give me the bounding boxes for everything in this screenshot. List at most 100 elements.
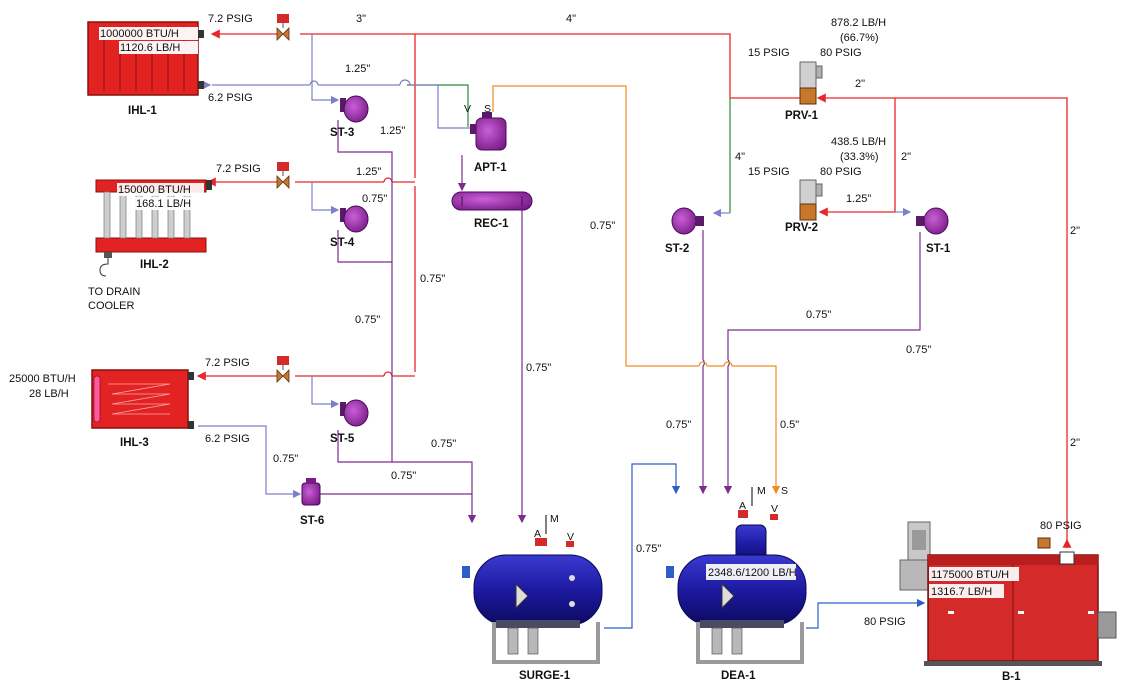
ihl3-btu: 25000 BTU/H (9, 373, 76, 385)
prv2-high: 80 PSIG (820, 166, 862, 178)
surge1-a: A (534, 528, 541, 540)
dea1-deaerator[interactable]: 2348.6/1200 LB/H A V M S DEA-1 (666, 485, 807, 682)
control-valve-2[interactable] (276, 162, 290, 189)
dea1-label: DEA-1 (721, 670, 756, 682)
ihl2-btu: 150000 BTU/H (118, 184, 191, 196)
pipe-075-b: 0.75" (420, 273, 445, 285)
ihl1-label: IHL-1 (128, 105, 157, 117)
pipe-4in-top: 4" (566, 13, 576, 25)
prv1-high: 80 PSIG (820, 47, 862, 59)
prv2-pct: (33.3%) (840, 151, 879, 163)
steam-trap-6[interactable]: ST-6 (300, 478, 324, 527)
surge1-m: M (550, 513, 559, 525)
ihl1-btu: 1000000 BTU/H (100, 28, 179, 40)
rec1-label: REC-1 (474, 218, 509, 230)
ihl3-return-psig: 6.2 PSIG (205, 433, 250, 445)
steam-trap-2[interactable]: ST-2 (665, 207, 704, 255)
pipe-2in-prv1: 2" (855, 78, 865, 90)
ihl3-lbh: 28 LB/H (29, 388, 69, 400)
pipe-2in-prv2: 2" (901, 151, 911, 163)
ihl3-heater[interactable]: 25000 BTU/H 28 LB/H IHL-3 7.2 PSIG 6.2 P… (9, 357, 250, 449)
pipe-075-g: 0.75" (273, 453, 298, 465)
prv1-label: PRV-1 (785, 110, 819, 122)
surge1-v: V (567, 531, 574, 543)
st1-label: ST-1 (926, 243, 951, 255)
surge1-tank[interactable]: A V M SURGE-1 (462, 513, 603, 682)
b1-boiler[interactable]: 1175000 BTU/H 1316.7 LB/H 80 PSIG 80 PSI… (864, 520, 1117, 683)
pipe-075-i: 0.75" (636, 543, 661, 555)
ihl2-heater[interactable]: 150000 BTU/H 168.1 LB/H IHL-2 7.2 PSIG T… (88, 163, 261, 312)
ihl3-steam-psig: 7.2 PSIG (205, 357, 250, 369)
st4-label: ST-4 (330, 237, 355, 249)
ihl2-drain-2: COOLER (88, 300, 135, 312)
control-valve-1[interactable] (276, 14, 290, 41)
pipe-125-top: 1.25" (345, 63, 370, 75)
ihl1-heater[interactable]: 1000000 BTU/H 1120.6 LB/H IHL-1 7.2 PSIG… (87, 13, 253, 117)
pipe-075-f: 0.75" (431, 438, 456, 450)
prv1-flow: 878.2 LB/H (831, 17, 886, 29)
ihl2-drain-1: TO DRAIN (88, 286, 140, 298)
st6-label: ST-6 (300, 515, 324, 527)
st5-label: ST-5 (330, 433, 355, 445)
dea1-s: S (781, 485, 788, 497)
ihl1-steam-psig: 7.2 PSIG (208, 13, 253, 25)
apt1-v: V (464, 103, 471, 115)
prv1-valve[interactable]: 878.2 LB/H (66.7%) 15 PSIG 80 PSIG PRV-1 (748, 17, 886, 122)
pipe-075-l: 0.75" (906, 344, 931, 356)
st2-label: ST-2 (665, 243, 689, 255)
pipe-3in: 3" (356, 13, 366, 25)
pipe-05: 0.5" (780, 419, 799, 431)
ihl1-lbh: 1120.6 LB/H (120, 42, 180, 54)
dea1-v: V (771, 503, 778, 515)
b1-btu: 1175000 BTU/H (931, 569, 1009, 581)
prv2-valve[interactable]: 438.5 LB/H (33.3%) 15 PSIG 80 PSIG PRV-2 (748, 136, 886, 234)
surge1-label: SURGE-1 (519, 670, 571, 682)
pipe-125-prv2: 1.25" (846, 193, 871, 205)
prv1-pct: (66.7%) (840, 32, 879, 44)
pipe-2in-right-b: 2" (1070, 437, 1080, 449)
b1-psig: 80 PSIG (1040, 520, 1082, 532)
dea1-value: 2348.6/1200 LB/H (708, 567, 797, 579)
steam-trap-1[interactable]: ST-1 (916, 207, 951, 255)
prv2-low: 15 PSIG (748, 166, 790, 178)
pipe-075-j: 0.75" (666, 419, 691, 431)
control-valve-3[interactable] (276, 356, 290, 383)
pipe-075-c: 0.75" (355, 314, 380, 326)
steam-trap-5[interactable]: ST-5 (330, 399, 369, 445)
rec1-receiver[interactable]: REC-1 (451, 191, 533, 230)
pipe-075-h: 0.75" (391, 470, 416, 482)
ihl3-label: IHL-3 (120, 437, 149, 449)
pipe-size-labels: 3" 4" 4" 2" 2" 2" 2" 1.25" 1.25" 1.25" 1… (273, 13, 1080, 555)
ihl2-lbh: 168.1 LB/H (136, 198, 191, 210)
apt1-s: S (484, 103, 491, 115)
pipe-075-a: 0.75" (362, 193, 387, 205)
apt1-label: APT-1 (474, 162, 507, 174)
st3-label: ST-3 (330, 127, 354, 139)
pipe-125-ihl2: 1.25" (356, 166, 381, 178)
dea1-m: M (757, 485, 766, 497)
pipe-125-st3: 1.25" (380, 125, 405, 137)
dea1-a: A (739, 500, 746, 512)
steam-trap-4[interactable]: ST-4 (330, 205, 369, 249)
pipe-075-e: 0.75" (526, 362, 551, 374)
prv2-flow: 438.5 LB/H (831, 136, 886, 148)
steam-trap-3[interactable]: ST-3 (330, 95, 369, 139)
pipe-075-d: 0.75" (590, 220, 615, 232)
ihl1-return-psig: 6.2 PSIG (208, 92, 253, 104)
apt1-pump-trap[interactable]: V S APT-1 (464, 103, 507, 174)
ihl2-label: IHL-2 (140, 259, 169, 271)
condensate-lines (320, 120, 921, 524)
b1-feed-psig: 80 PSIG (864, 616, 906, 628)
prv2-label: PRV-2 (785, 222, 818, 234)
prv1-low: 15 PSIG (748, 47, 790, 59)
pipe-075-k: 0.75" (806, 309, 831, 321)
flash-line (492, 85, 776, 493)
pipe-4in-side: 4" (735, 151, 745, 163)
b1-lbh: 1316.7 LB/H (931, 586, 992, 598)
return-lines (198, 34, 912, 499)
feed-lines (604, 463, 926, 629)
b1-label: B-1 (1002, 671, 1021, 683)
pipe-2in-right-a: 2" (1070, 225, 1080, 237)
